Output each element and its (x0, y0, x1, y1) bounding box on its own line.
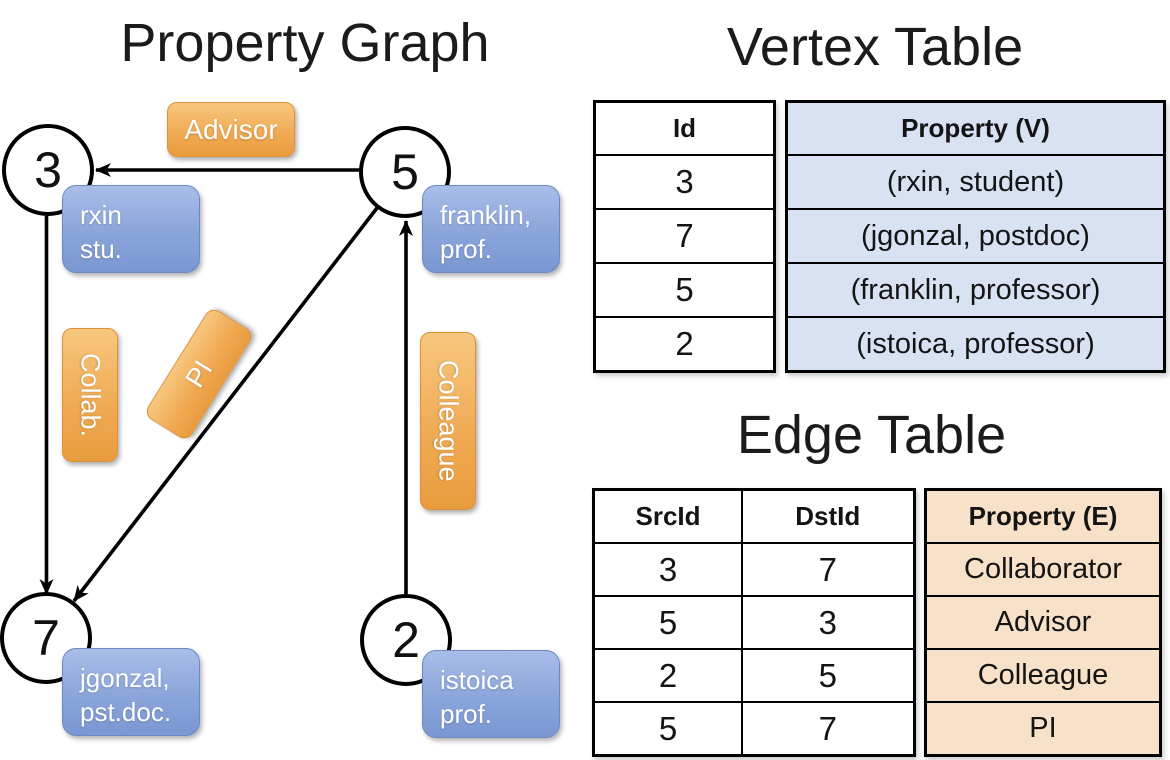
edge-table-header-property: Property (E) (927, 491, 1159, 542)
edge-label-advisor: Advisor (167, 102, 295, 157)
edge-table-cell: PI (927, 701, 1159, 754)
edge-table-header-dstid: DstId (795, 501, 861, 531)
edge-table-cell: 7 (743, 542, 913, 595)
node-id: 3 (34, 142, 62, 198)
vertex-table-id-column: Id 3 7 5 2 (593, 100, 776, 373)
graph-node-5: 5 (359, 126, 451, 218)
edge-table-cell: 7 (743, 701, 913, 754)
vertex-property-card-franklin: franklin, prof. (422, 185, 560, 273)
graph-node-2: 2 (360, 594, 452, 686)
node-id: 7 (32, 610, 60, 666)
edge-table-property-column: Property (E) Collaborator Advisor Collea… (924, 488, 1162, 757)
vertex-table-cell: (istoica, professor) (788, 316, 1163, 370)
vertex-prop-line: istoica (440, 665, 514, 695)
edge-table-cell: Advisor (927, 595, 1159, 648)
vertex-prop-line: rxin (80, 200, 122, 230)
edge-table-cell: 5 (595, 701, 741, 754)
edge-table-dstid-column: DstId 7 3 5 7 (741, 491, 913, 754)
vertex-table-title: Vertex Table (726, 17, 1024, 77)
property-graph-title: Property Graph (120, 13, 490, 73)
vertex-property-card-jgonzal: jgonzal, pst.doc. (62, 648, 200, 736)
vertex-prop-line: pst.doc. (80, 697, 172, 728)
node-id: 2 (392, 612, 420, 668)
edge-label-colleague: Colleague (420, 332, 476, 510)
edge-table-cell: 2 (595, 648, 741, 701)
vertex-table-header-id: Id (672, 113, 697, 143)
edge-table-cell: 3 (595, 542, 741, 595)
edge-table-cell: 5 (595, 595, 741, 648)
edge-table-cell: 5 (743, 648, 913, 701)
vertex-table-property-column: Property (V) (rxin, student) (jgonzal, p… (785, 100, 1166, 373)
edge-table-header-srcid: SrcId (635, 501, 701, 531)
edge-table-cell: Colleague (927, 648, 1159, 701)
edge-label-collab: Collab. (62, 328, 118, 462)
vertex-table-cell: (franklin, professor) (788, 262, 1163, 316)
vertex-prop-line: jgonzal, (80, 663, 170, 693)
vertex-table-cell: (rxin, student) (788, 154, 1163, 208)
node-id: 5 (391, 144, 419, 200)
vertex-prop-line: prof. (440, 699, 493, 730)
edge-table-srcid-column: SrcId 3 5 2 5 (595, 491, 741, 754)
vertex-property-card-rxin: rxin stu. (62, 185, 200, 273)
vertex-prop-line: stu. (80, 234, 122, 265)
vertex-table-cell: (jgonzal, postdoc) (788, 208, 1163, 262)
vertex-prop-line: franklin, (440, 200, 532, 230)
graph-edges (39, 163, 413, 603)
vertex-table-cell: 7 (596, 208, 773, 262)
edge-table-cell: 3 (743, 595, 913, 648)
vertex-prop-line: prof. (440, 234, 493, 265)
edge-table-cell: Collaborator (927, 542, 1159, 595)
edge-pi-5-7 (72, 206, 379, 603)
edge-table-id-columns: SrcId 3 5 2 5 DstId 7 3 5 7 (592, 488, 916, 757)
edge-table-title: Edge Table (736, 405, 1007, 465)
vertex-table-cell: 2 (596, 316, 773, 370)
vertex-table-cell: 5 (596, 262, 773, 316)
vertex-table-header-property: Property (V) (788, 103, 1163, 154)
vertex-property-card-istoica: istoica prof. (422, 650, 560, 738)
vertex-table-cell: 3 (596, 154, 773, 208)
